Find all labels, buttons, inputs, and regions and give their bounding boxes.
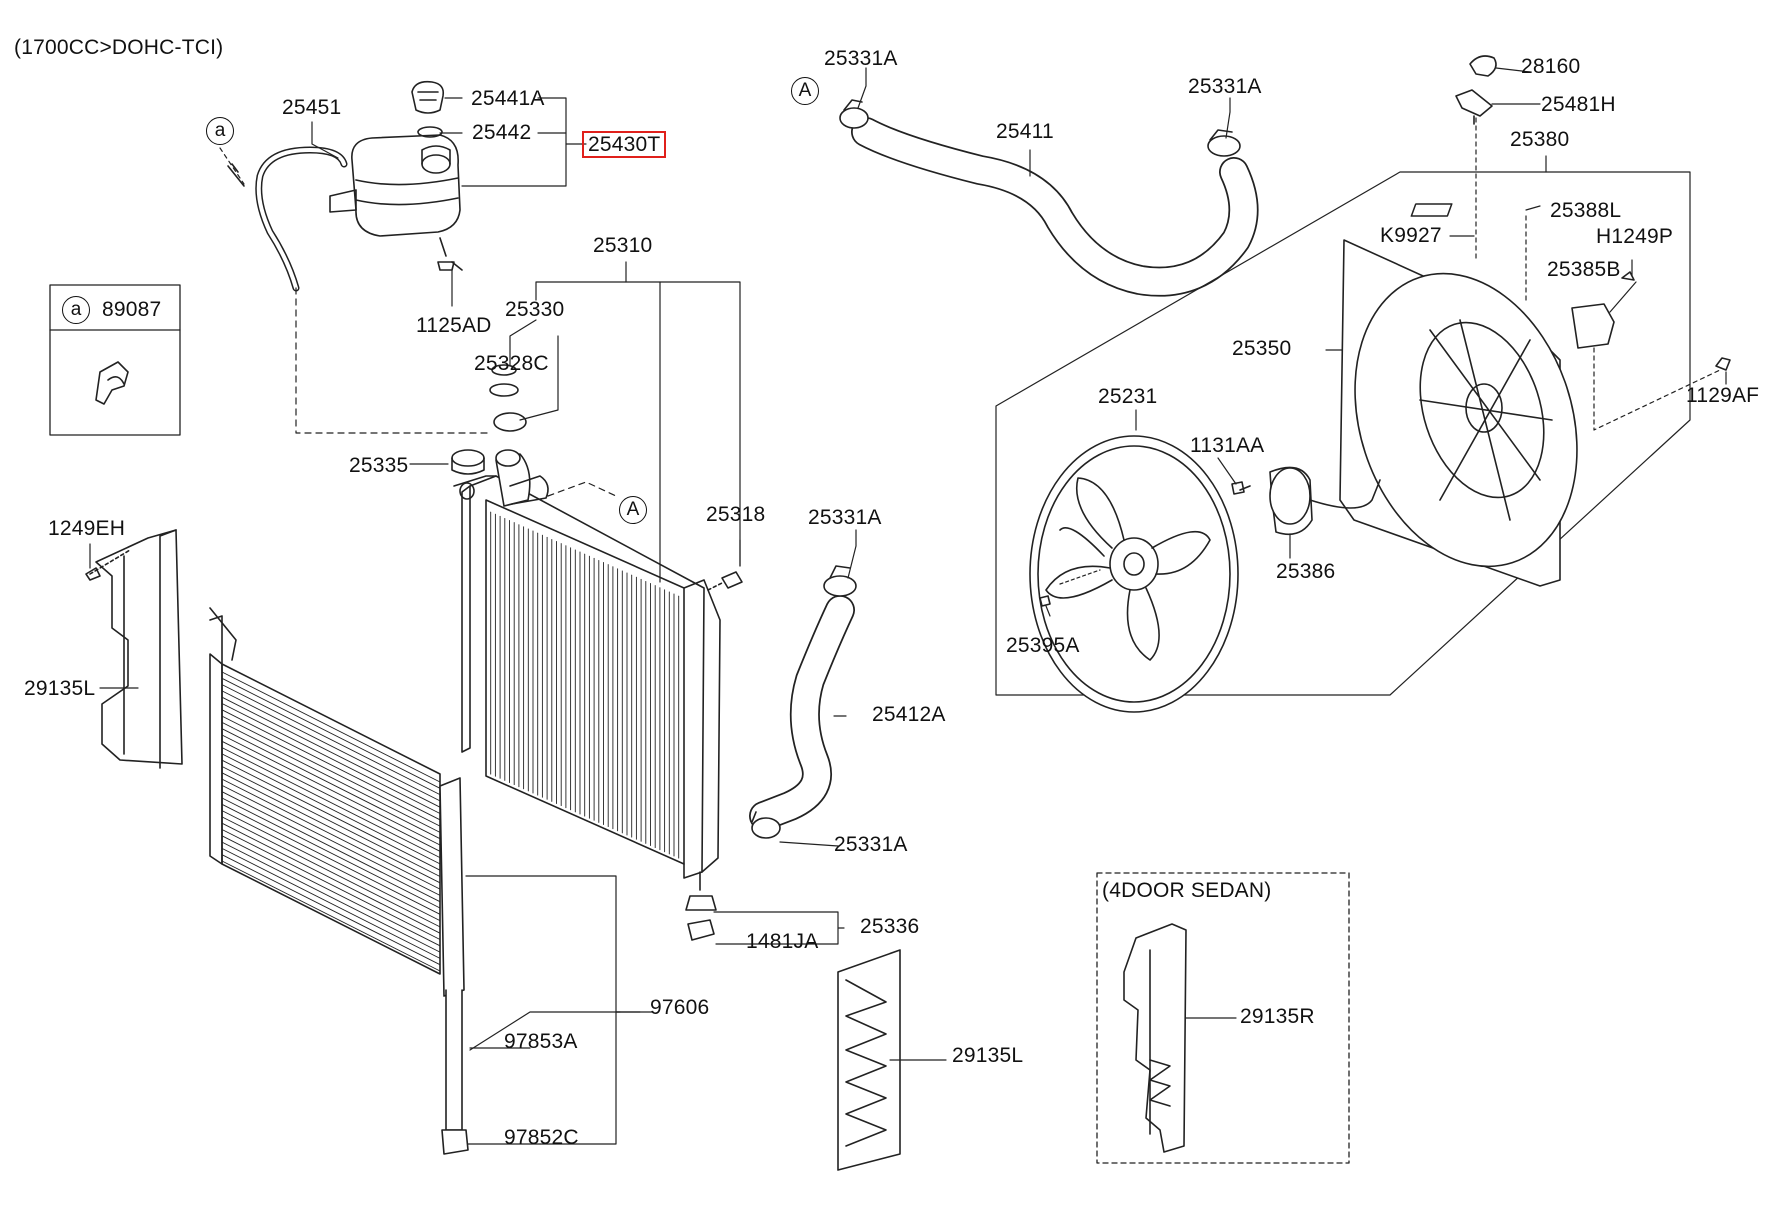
sedan-inset-title: (4DOOR SEDAN) xyxy=(1102,879,1272,902)
part-25330: 25330 xyxy=(505,298,565,321)
part-25412A: 25412A xyxy=(872,703,946,726)
legend-marker: a xyxy=(62,296,90,324)
hose-clamp-mid xyxy=(823,565,857,597)
condenser-core xyxy=(209,607,441,975)
cap-seal xyxy=(417,126,443,138)
nut-1131AA xyxy=(1231,481,1245,495)
fan-motor xyxy=(1269,466,1381,536)
part-25395A: 25395A xyxy=(1006,634,1080,657)
air-guard-left xyxy=(89,529,183,769)
part-25430T: 25430T xyxy=(582,131,667,158)
reservoir-cap xyxy=(411,80,445,114)
part-25451: 25451 xyxy=(282,96,342,119)
engine-condition-label: (1700CC>DOHC-TCI) xyxy=(14,36,224,59)
fan-assembly-frame xyxy=(995,171,1691,696)
part-25231: 25231 xyxy=(1098,385,1158,408)
part-25441A: 25441A xyxy=(471,87,545,110)
part-25318: 25318 xyxy=(706,503,766,526)
fan-shroud xyxy=(1339,239,1578,587)
part-29135R: 29135R xyxy=(1240,1005,1315,1028)
radiator-core xyxy=(453,475,721,879)
part-25385B: 25385B xyxy=(1547,258,1621,281)
part-25380: 25380 xyxy=(1510,128,1570,151)
hose-clamp-low xyxy=(751,811,781,839)
clip-25481H xyxy=(1455,89,1493,125)
part-25328C: 25328C xyxy=(474,352,549,375)
drain-plug xyxy=(685,871,717,941)
air-guard-sedan xyxy=(1123,923,1187,1153)
part-28160: 28160 xyxy=(1521,55,1581,78)
part-25386: 25386 xyxy=(1276,560,1336,583)
fan-blade xyxy=(1029,435,1239,713)
part-25336: 25336 xyxy=(860,915,920,938)
part-1129AF: 1129AF xyxy=(1686,384,1760,407)
part-1481JA: 1481JA xyxy=(746,930,819,953)
part-25331A-top-1: 25331A xyxy=(824,47,898,70)
part-25331A-mid: 25331A xyxy=(808,506,882,529)
lower-hose xyxy=(749,595,855,831)
part-25481H: 25481H xyxy=(1541,93,1616,116)
upper-hose xyxy=(851,117,1259,297)
bolt-1249EH xyxy=(85,567,101,581)
radiator-bolt xyxy=(707,571,743,591)
part-97853A: 97853A xyxy=(504,1030,578,1053)
callout-A-middle: A xyxy=(619,496,647,524)
hose-clamp-top-2 xyxy=(1207,129,1241,157)
part-29135L-bottom: 29135L xyxy=(952,1044,1024,1067)
clip-28160 xyxy=(1469,55,1497,77)
bolt-1129AF xyxy=(1715,357,1731,371)
leader-lines xyxy=(89,67,1727,1145)
part-1125AD: 1125AD xyxy=(416,314,492,337)
radiator-cap xyxy=(451,364,527,475)
callout-A-upper: A xyxy=(791,77,819,105)
part-1131AA: 1131AA xyxy=(1190,434,1265,457)
legend-part-number: 89087 xyxy=(102,298,162,321)
part-25331A-low: 25331A xyxy=(834,833,908,856)
part-25388L: 25388L xyxy=(1550,199,1622,222)
part-K9927: K9927 xyxy=(1380,224,1442,247)
bolt-1125AD xyxy=(451,261,463,271)
label-25388L xyxy=(1410,203,1453,217)
radiator-fins xyxy=(485,509,680,859)
reservoir-tank xyxy=(329,134,461,271)
receiver-drier xyxy=(439,777,469,1155)
part-25350: 25350 xyxy=(1232,337,1292,360)
part-25442: 25442 xyxy=(472,121,532,144)
air-guard-bottom xyxy=(837,949,901,1171)
part-1249EH: 1249EH xyxy=(48,517,126,540)
resistor-connector xyxy=(1571,303,1615,349)
part-H1249P: H1249P xyxy=(1596,225,1674,248)
part-97606: 97606 xyxy=(650,996,710,1019)
sedan-inset-frame xyxy=(1096,872,1350,1164)
condenser-fins xyxy=(221,671,441,972)
part-25411: 25411 xyxy=(996,120,1054,143)
part-25310: 25310 xyxy=(593,234,653,257)
radiator-neck xyxy=(459,449,549,507)
hose-clamp-top-1 xyxy=(839,99,869,129)
part-29135L-left: 29135L xyxy=(24,677,96,700)
overflow-hose xyxy=(255,146,348,292)
nut-25395A xyxy=(1039,595,1051,607)
legend-box-frame xyxy=(49,284,181,436)
callout-a: a xyxy=(206,117,234,145)
part-97852C: 97852C xyxy=(504,1126,579,1149)
part-25331A-top-2: 25331A xyxy=(1188,75,1262,98)
part-25335: 25335 xyxy=(349,454,409,477)
